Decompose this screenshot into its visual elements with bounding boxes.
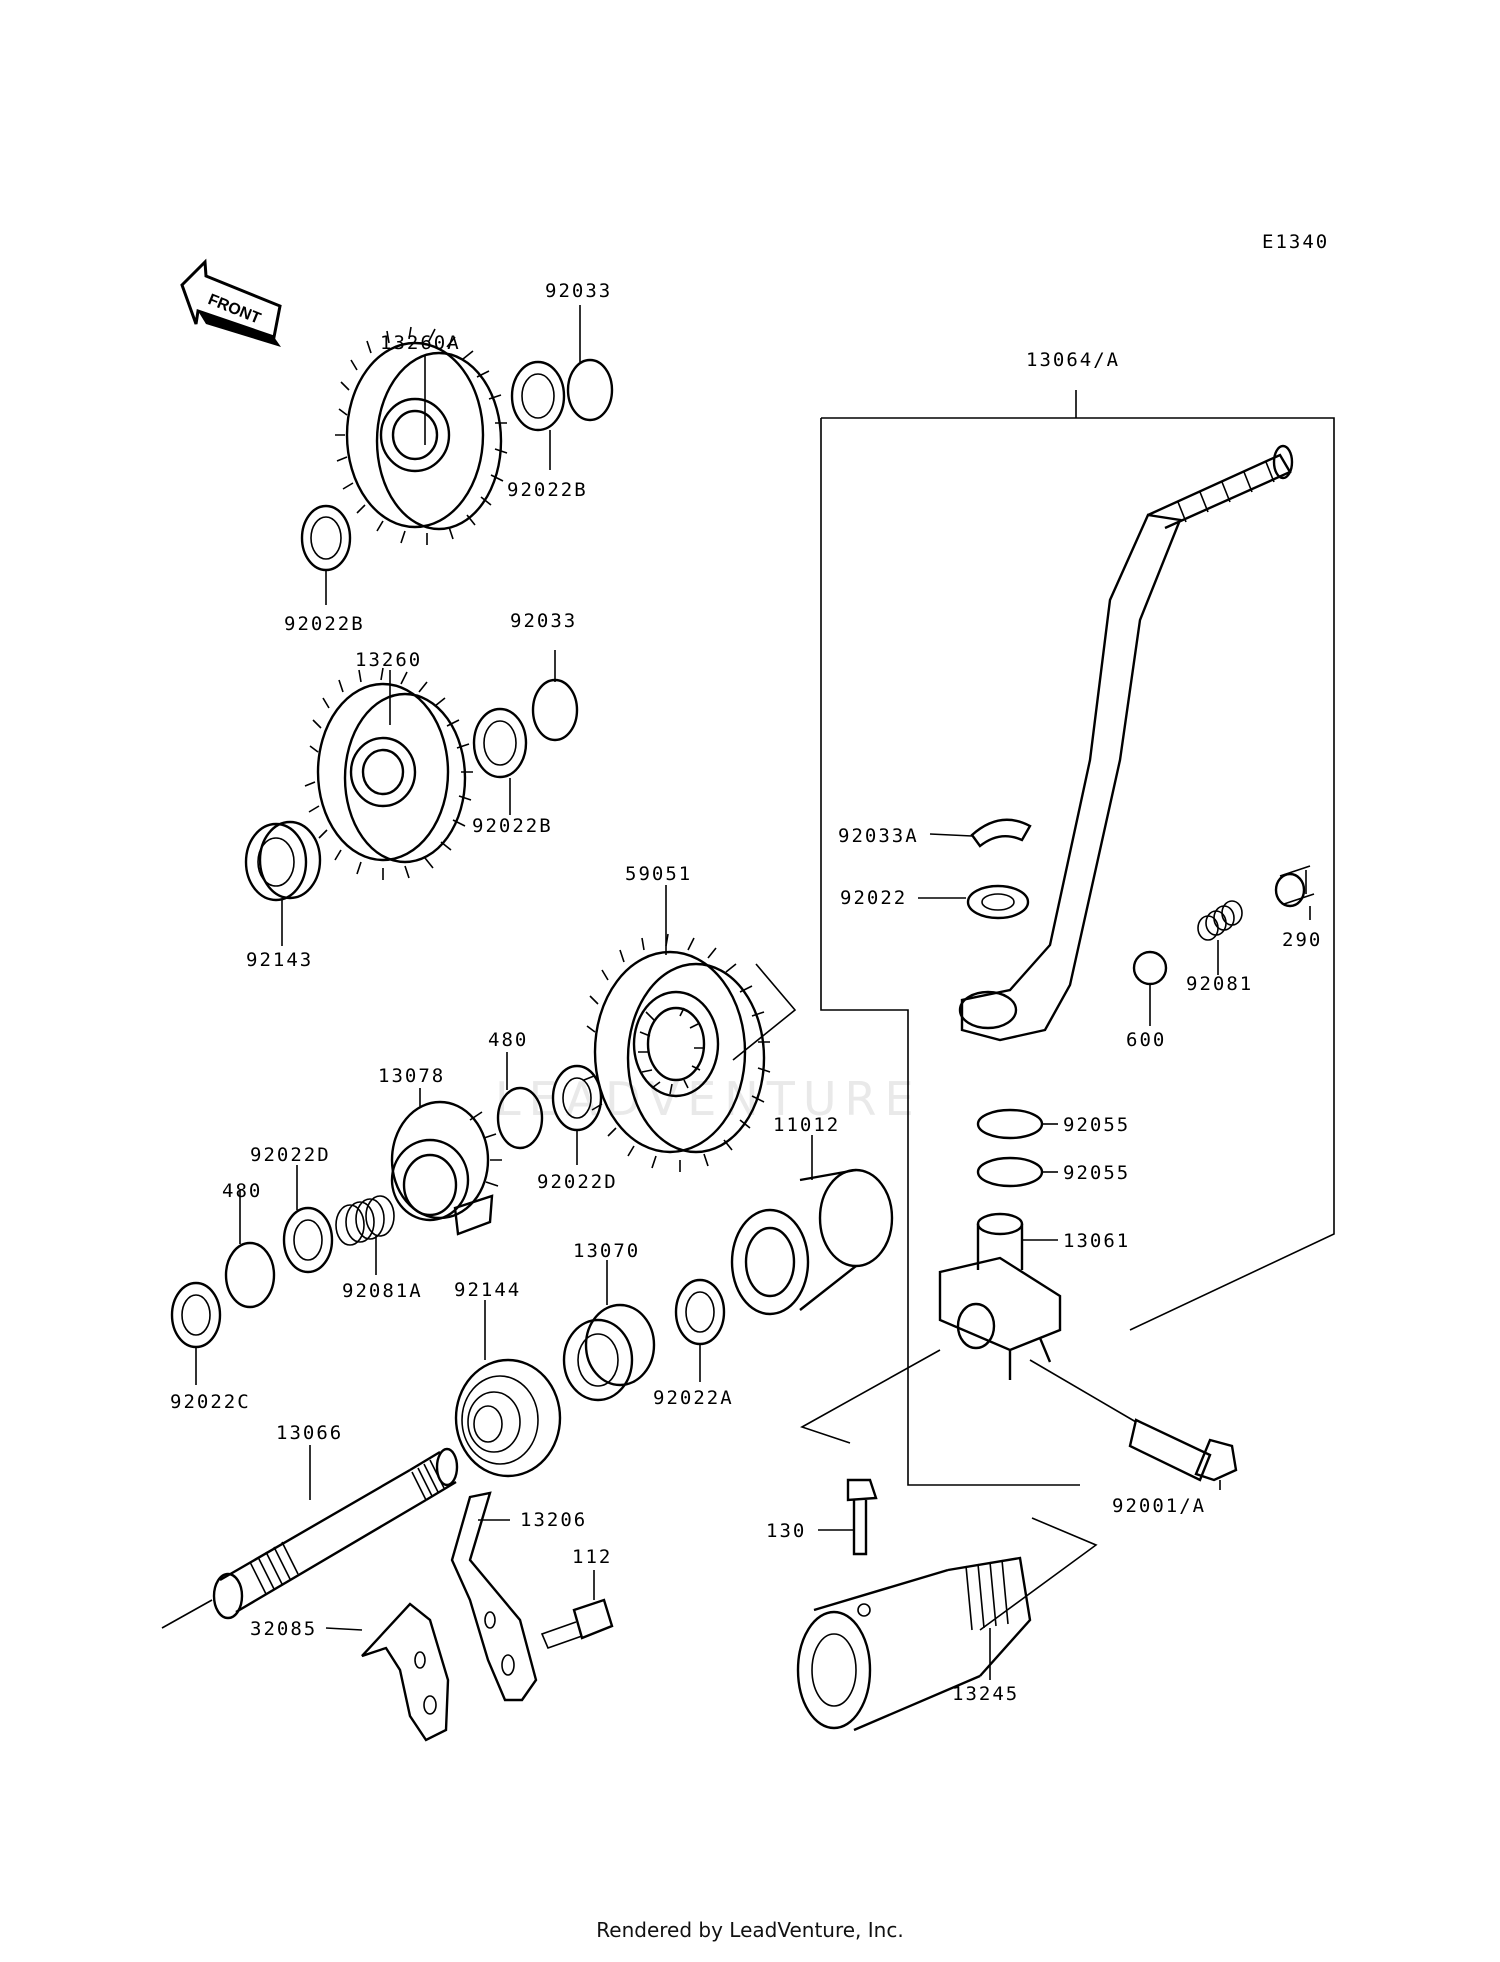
plate-13206 [450,1491,538,1702]
label-92144: 92144 [454,1279,521,1301]
label-92143: 92143 [246,949,313,971]
label-13206: 13206 [520,1509,587,1531]
gear-13260a [335,326,508,545]
label-92055-lower: 92055 [1063,1162,1130,1184]
front-arrow-icon: FRONT [180,258,282,347]
label-13245: 13245 [952,1683,1019,1705]
bolt-130 [846,1478,878,1556]
washer-92022a [674,1278,726,1346]
label-13061: 13061 [1063,1230,1130,1252]
label-92022b-top: 92022B [507,479,588,501]
ratchet-13078 [390,1100,502,1236]
washer-92022 [966,884,1030,920]
footer-credit: Rendered by LeadVenture, Inc. [596,1918,904,1942]
label-92022: 92022 [840,887,907,909]
shaft-13066 [161,1447,459,1629]
label-600: 600 [1126,1029,1166,1051]
label-92022b-mid: 92022B [472,815,553,837]
spring-92081a [335,1195,395,1246]
kick-pedal-assembly-bracket [820,417,1335,1486]
washer-92022b-left [300,504,352,572]
label-92055-upper: 92055 [1063,1114,1130,1136]
diagram-code: E1340 [1262,231,1329,253]
bush-92143 [244,820,322,902]
spring-92144 [454,1358,562,1478]
label-92022b-left: 92022B [284,613,365,635]
washer-92022b-top [510,360,566,432]
bolt-92001a [1128,1418,1238,1482]
washer-92022c [170,1281,222,1349]
label-92022a: 92022A [653,1387,734,1409]
washer-92022b-mid [472,707,528,779]
plug-290 [1274,865,1315,908]
label-11012: 11012 [773,1114,840,1136]
o-ring-92055-lower [976,1156,1044,1188]
ring-92033-mid [531,678,579,742]
spring-92081 [1197,900,1243,941]
ring-92033-top [566,358,614,422]
leader-lines [195,305,1311,1680]
clip-92033a [970,818,1032,848]
label-92081a: 92081A [342,1280,423,1302]
label-92022d-right: 92022D [537,1171,618,1193]
label-13260: 13260 [355,649,422,671]
gear-13260 [304,667,473,880]
label-13066: 13066 [276,1422,343,1444]
washer-92022d-left [282,1206,334,1274]
gear-59051 [583,933,771,1172]
bolt-112 [540,1598,614,1650]
label-59051: 59051 [625,863,692,885]
label-13078: 13078 [378,1065,445,1087]
label-130: 130 [766,1520,806,1542]
label-92033a: 92033A [838,825,919,847]
ring-480-lower [224,1241,276,1309]
label-92001a: 92001/A [1112,1495,1206,1517]
sleeve-13245 [796,1556,1032,1732]
label-92033-top: 92033 [545,280,612,302]
label-92022c: 92022C [170,1391,251,1413]
o-ring-92055-upper [976,1108,1044,1140]
part-labels: 13260A 92033 92022B 92022B 13260 92033 9… [170,280,1322,1705]
label-480-upper: 480 [488,1029,528,1051]
block-13061 [938,1212,1062,1380]
collar-13070 [562,1303,656,1402]
sleeve-11012 [730,1168,894,1316]
label-92081: 92081 [1186,973,1253,995]
ring-480-upper [496,1086,544,1150]
label-13260a: 13260A [380,332,461,354]
ball-600 [1132,950,1168,986]
label-290: 290 [1282,929,1322,951]
label-13070: 13070 [573,1240,640,1262]
label-13064a: 13064/A [1026,349,1120,371]
label-32085: 32085 [250,1618,317,1640]
label-92033-mid: 92033 [510,610,577,632]
label-112: 112 [572,1546,612,1568]
lever-32085 [361,1602,450,1742]
kick-pedal-13064a [958,444,1294,1042]
label-92022d-left: 92022D [250,1144,331,1166]
label-480-lower: 480 [222,1180,262,1202]
